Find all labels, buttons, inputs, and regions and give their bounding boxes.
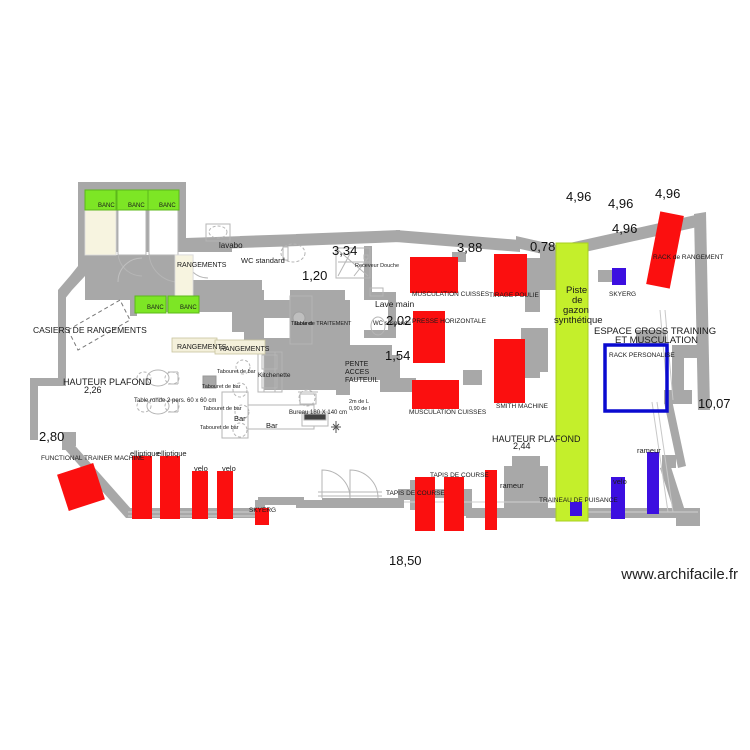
banc-3[interactable] xyxy=(147,189,180,211)
equipment-elliptique-1[interactable] xyxy=(132,456,152,519)
equipment-velo-3[interactable] xyxy=(611,477,625,519)
dimension-4-96: 4,96 xyxy=(608,196,634,211)
dimension-2-80: 2,80 xyxy=(39,429,65,444)
dimension-2-02: 2,02 xyxy=(386,313,412,328)
equipment-rameur-blue[interactable] xyxy=(647,452,659,514)
equipment-tapis-de-course-2[interactable] xyxy=(444,477,464,531)
equipment-skyerg-bottom[interactable] xyxy=(255,508,269,525)
dimension-1-54: 1,54 xyxy=(385,348,411,363)
interior-lines-group xyxy=(67,209,698,517)
equipment-tirage-poulie[interactable] xyxy=(494,254,527,296)
equipment-musculation-cuisses-bottom[interactable] xyxy=(412,380,459,409)
dimension-0-78: 0,78 xyxy=(530,239,556,254)
equipment-rack-de-rangement[interactable] xyxy=(646,211,684,289)
equipment-velo-2[interactable] xyxy=(217,471,233,519)
dimension-3-88: 3,88 xyxy=(457,240,483,255)
equipment-functional-trainer-machine[interactable] xyxy=(57,463,105,511)
equipment-smith-machine[interactable] xyxy=(494,339,525,403)
equipment-elliptique-2[interactable] xyxy=(160,456,180,519)
equipment-skyerg-right[interactable] xyxy=(612,268,626,285)
dimension-4-96: 4,96 xyxy=(566,189,592,204)
dimension-1-20: 1,20 xyxy=(302,268,328,283)
red-equipment-group xyxy=(57,211,684,531)
equipment-presse-horizontale[interactable] xyxy=(413,311,445,363)
banc-1[interactable] xyxy=(84,189,117,211)
dimension-4-96: 4,96 xyxy=(655,186,681,201)
equipment-rameur-red[interactable] xyxy=(485,470,497,530)
dimension-10-07: 10,07 xyxy=(698,396,731,411)
piste-gazon-synthetique[interactable] xyxy=(555,242,589,522)
equipment-tapis-de-course-1[interactable] xyxy=(415,477,435,531)
equipment-musculation-cuisses-top[interactable] xyxy=(410,257,458,293)
rack-personalise-outline[interactable] xyxy=(603,343,669,413)
banc-4[interactable] xyxy=(134,295,167,314)
banc-2[interactable] xyxy=(116,189,149,211)
watermark-archifacile: www.archifacile.fr xyxy=(621,566,738,583)
equipment-traineau-de-puissance[interactable] xyxy=(570,502,582,516)
equipment-velo-1[interactable] xyxy=(192,471,208,519)
banc-5[interactable] xyxy=(167,295,200,314)
dimension-3-34: 3,34 xyxy=(332,243,358,258)
blue-equipment-group xyxy=(570,268,669,519)
dimension-4-96: 4,96 xyxy=(612,221,638,236)
dimension-18-50: 18,50 xyxy=(389,553,422,568)
green-elements-group xyxy=(84,189,589,522)
